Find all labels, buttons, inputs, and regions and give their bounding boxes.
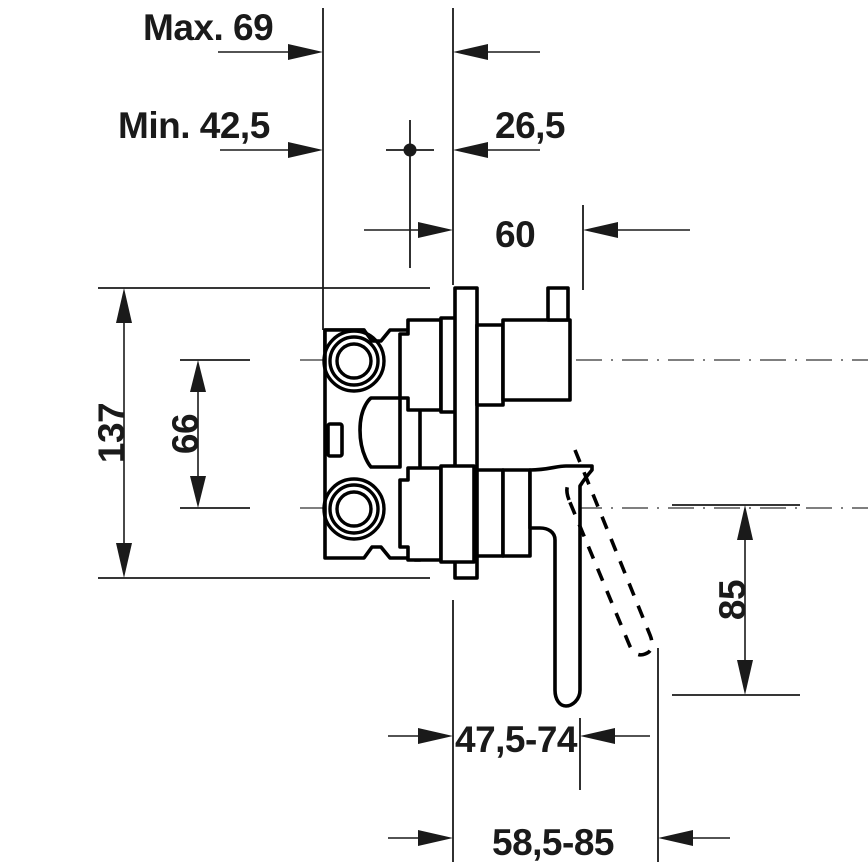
- arrowhead-47-5-74-left: [418, 728, 453, 744]
- upper-port: [322, 329, 386, 393]
- arrowhead-58-5-85-left: [418, 830, 453, 846]
- arrowhead-137-bottom: [116, 543, 132, 578]
- lower-cartridge-neck: [398, 466, 443, 562]
- arrowhead-top-inner: [453, 44, 488, 60]
- dim-label-85: 85: [712, 580, 753, 620]
- diverter-pin: [546, 286, 570, 322]
- dim-label-max-69: Max. 69: [143, 7, 273, 48]
- handle-hub: [501, 468, 532, 558]
- lower-sleeve: [475, 468, 505, 558]
- arrowhead-85-bottom: [737, 660, 753, 695]
- dim-label-min-42-5: Min. 42,5: [118, 105, 270, 146]
- upper-port-ring-outer: [322, 329, 386, 393]
- arrowhead-85-top: [737, 505, 753, 540]
- upper-port-ring-mid: [328, 335, 380, 387]
- arrowhead-58-5-85-right: [658, 830, 693, 846]
- upper-port-ring-inner: [335, 342, 373, 380]
- lower-cartridge-collar: [439, 464, 476, 564]
- lower-port-ring-mid: [328, 483, 380, 535]
- arrowhead-max-69: [288, 44, 323, 60]
- extension-lines: [98, 8, 800, 862]
- arrowhead-66-bottom: [190, 476, 206, 508]
- body-web: [358, 396, 402, 469]
- dim-label-137: 137: [91, 403, 132, 463]
- bracket-slot: [326, 422, 344, 458]
- diverter-housing: [501, 318, 572, 402]
- dim-label-58-5-85: 58,5-85: [492, 822, 614, 863]
- dimension-labels: Max. 69 Min. 42,5 26,5 60 137 66 85 47,5…: [91, 7, 753, 863]
- dim-label-60: 60: [495, 214, 535, 255]
- arrowhead-60-right: [583, 222, 618, 238]
- dimension-lines: [116, 44, 753, 846]
- arrowhead-47-5-74-right: [580, 728, 615, 744]
- lever-handle-alternate-hub: [565, 480, 572, 501]
- arrowhead-137-top: [116, 288, 132, 323]
- upper-cartridge-neck: [398, 318, 443, 412]
- dim-label-26-5: 26,5: [495, 105, 565, 146]
- arrowhead-66-top: [190, 360, 206, 392]
- centre-mark-dot: [403, 143, 417, 157]
- lever-handle-alternate-position: [567, 449, 654, 657]
- arrowhead-60-left: [418, 222, 453, 238]
- arrowhead-26-5: [453, 142, 488, 158]
- arrowhead-min-42-5: [288, 142, 323, 158]
- lower-port: [322, 477, 386, 541]
- lower-port-ring-inner: [335, 490, 373, 528]
- lever-handle: [528, 464, 594, 708]
- lower-port-ring-outer: [322, 477, 386, 541]
- dim-label-47-5-74: 47,5-74: [455, 719, 578, 760]
- upper-sleeve: [475, 323, 505, 407]
- mixer-assembly: [322, 286, 654, 708]
- dim-label-66: 66: [165, 414, 206, 454]
